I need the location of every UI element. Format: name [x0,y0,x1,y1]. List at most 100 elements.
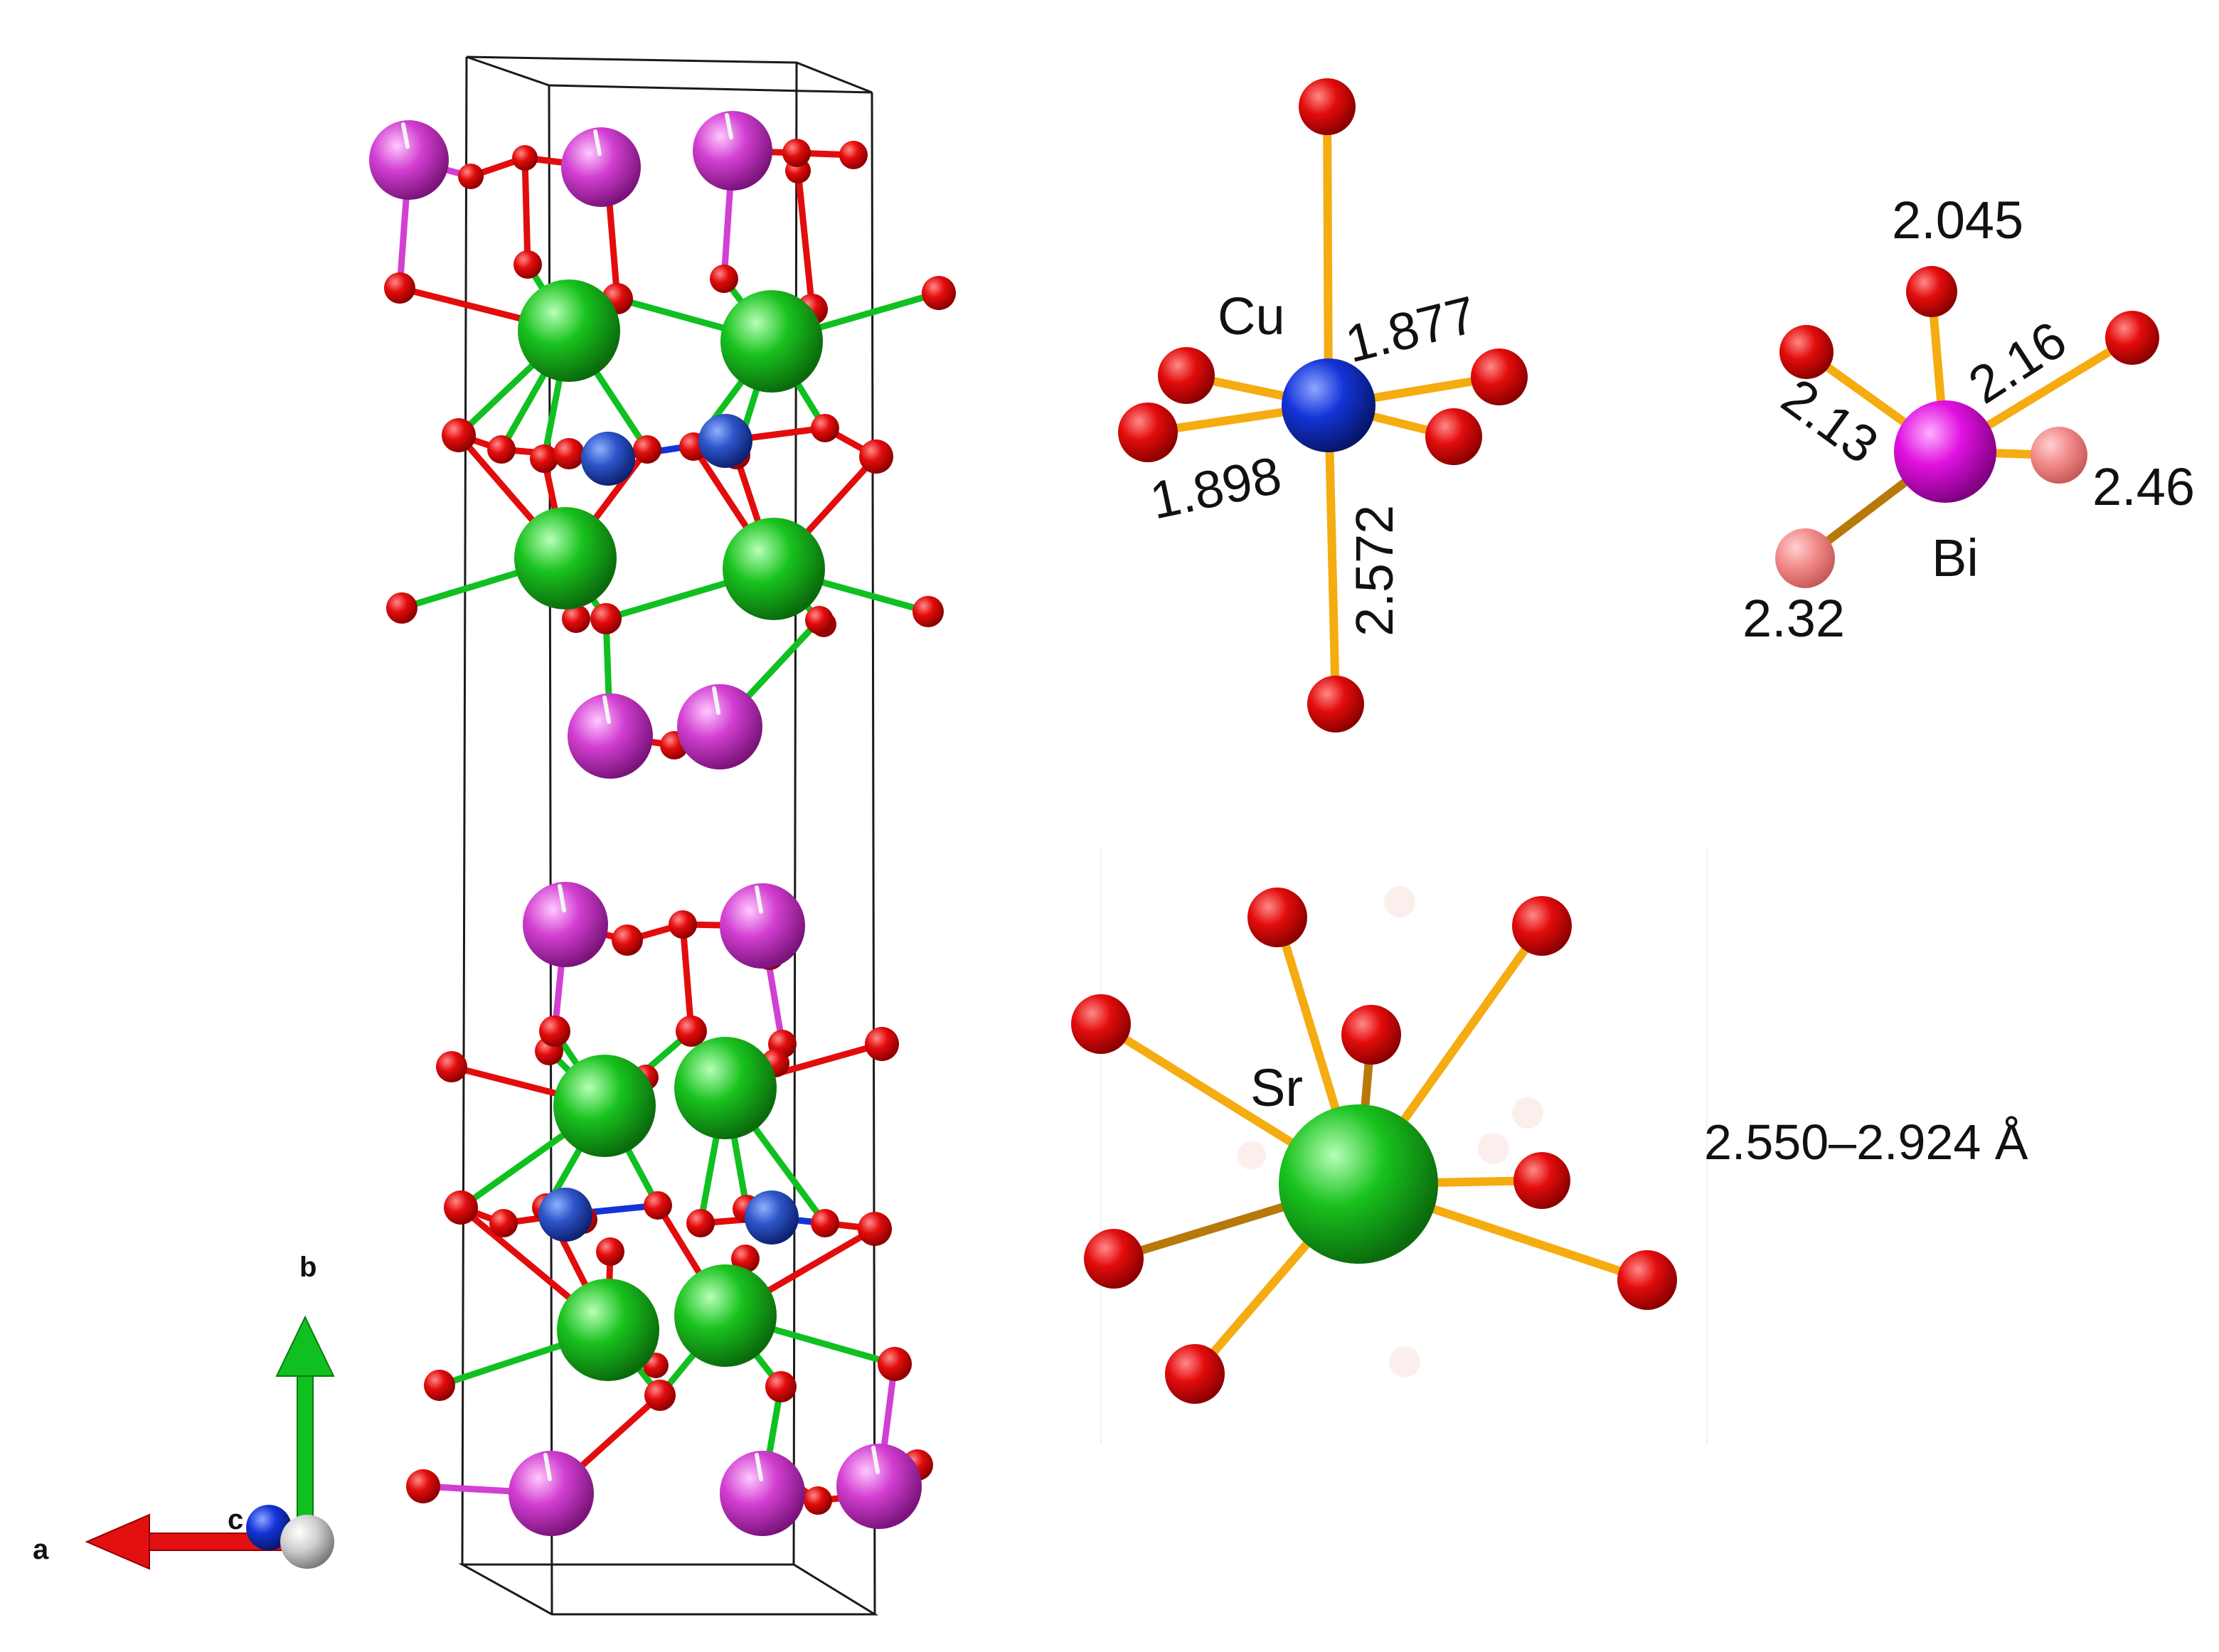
sr-bond-range: 2.550–2.924 Å [1704,1114,2028,1170]
atom-highlight [543,1453,552,1481]
copper-atom [698,414,752,468]
oxygen-atom [386,592,417,624]
oxygen-atom-faded [1775,528,1835,588]
oxygen-atom [1779,325,1834,379]
oxygen-atom [384,272,415,304]
oxygen-atom [444,1190,478,1225]
sr-coordination-panel: Sr 2.550–2.924 Å [1071,846,2028,1444]
unit-cell-bonds [396,147,942,1506]
bi-atom-label: Bi [1932,528,1979,587]
strontium-atom [1279,1104,1438,1264]
axis-c-label: c [228,1504,243,1535]
cu-bond-length-left: 1.898 [1145,445,1286,531]
strontium-atom [723,518,825,620]
oxygen-atom [590,603,622,634]
oxygen-atom [731,1245,760,1273]
bismuth-atom [369,120,449,200]
oxygen-atom [562,604,590,633]
axis-b-arrow [275,1315,335,1523]
bismuth-atom [720,883,805,969]
oxygen-atom [436,1051,467,1082]
axis-a-label: a [33,1534,49,1565]
oxygen-atom [858,1212,892,1246]
copper-atom [1282,358,1375,452]
oxygen-atom [1118,403,1178,462]
oxygen-atom [1471,348,1528,405]
cu-bond-length-lower: 2.572 [1345,505,1404,636]
bi-bond-length-top: 2.045 [1892,191,2023,250]
oxygen-atom [912,596,944,627]
sr-atom-label: Sr [1250,1058,1303,1117]
oxygen-atom [442,418,476,452]
bi-coordination-panel: Bi 2.045 2.16 2.13 2.46 2.32 [1742,191,2195,648]
bi-bond-length-lower-left: 2.32 [1742,589,1845,648]
bismuth-atom [523,882,608,967]
oxygen-atom [811,1209,839,1237]
oxygen-atom [710,265,738,293]
unit-cell-structure [369,55,956,1616]
oxygen-atom [596,1237,624,1266]
oxygen-atom [424,1370,455,1401]
oxygen-atom [1158,347,1215,404]
atom-highlight [593,129,602,156]
oxygen-atom [1513,1152,1570,1209]
bond [679,921,695,1035]
atom-highlight [871,1446,880,1474]
oxygen-atom [1165,1344,1225,1404]
atom-highlight [725,113,733,140]
oxygen-atom [489,1209,518,1237]
axis-origin [280,1515,334,1569]
oxygen-atom [1512,896,1572,956]
bi-bond-length-upper-left: 2.13 [1772,367,1889,475]
oxygen-atom [922,276,956,310]
axis-triad: b a c [33,1252,335,1570]
copper-atom [581,432,635,486]
copper-atom [538,1188,592,1242]
atom-highlight [755,1453,763,1481]
oxygen-atom [865,1027,899,1061]
atom-highlight [401,122,410,149]
oxygen-atom [1425,408,1482,465]
atom-highlight [602,696,611,724]
oxygen-atom [1299,78,1356,135]
oxygen-atom [1071,994,1131,1054]
oxygen-atom [805,606,834,634]
oxygen-atom [1617,1250,1677,1310]
strontium-atom [674,1264,777,1367]
bismuth-atom [568,693,653,779]
bismuth-atom [693,111,772,191]
oxygen-atom [633,435,661,464]
strontium-atom [553,1055,656,1157]
strontium-atom [518,279,620,382]
oxygen-atom [1084,1229,1144,1289]
oxygen-atom [811,414,839,442]
oxygen-atom [686,1209,715,1237]
oxygen-atom [859,439,893,474]
oxygen-atom [676,1016,707,1047]
cu-atom-label: Cu [1218,287,1285,346]
oxygen-atom [553,438,585,469]
oxygen-atom [804,1486,832,1515]
axis-c-marker [246,1505,292,1550]
atom-highlight [712,686,720,715]
oxygen-atom [406,1469,440,1503]
bi-bond-length-upper-right: 2.16 [1959,309,2077,415]
oxygen-atom [1307,676,1364,732]
bismuth-atom [836,1444,922,1529]
oxygen-atom [513,250,542,279]
bismuth-atom [509,1451,594,1536]
bismuth-atom [677,684,762,769]
oxygen-atom [530,444,558,473]
unit-cell-atoms [369,111,956,1536]
oxygen-atom [765,1371,797,1402]
oxygen-atom [1906,266,1957,317]
oxygen-atom [1341,1005,1401,1065]
oxygen-atom [1247,888,1307,947]
atom-highlight [558,884,566,912]
oxygen-atom [458,164,484,189]
oxygen-atom [669,910,697,939]
bond [794,167,816,313]
strontium-atom [514,507,617,609]
bismuth-atom [720,1451,805,1536]
bismuth-atom [1894,400,1996,503]
